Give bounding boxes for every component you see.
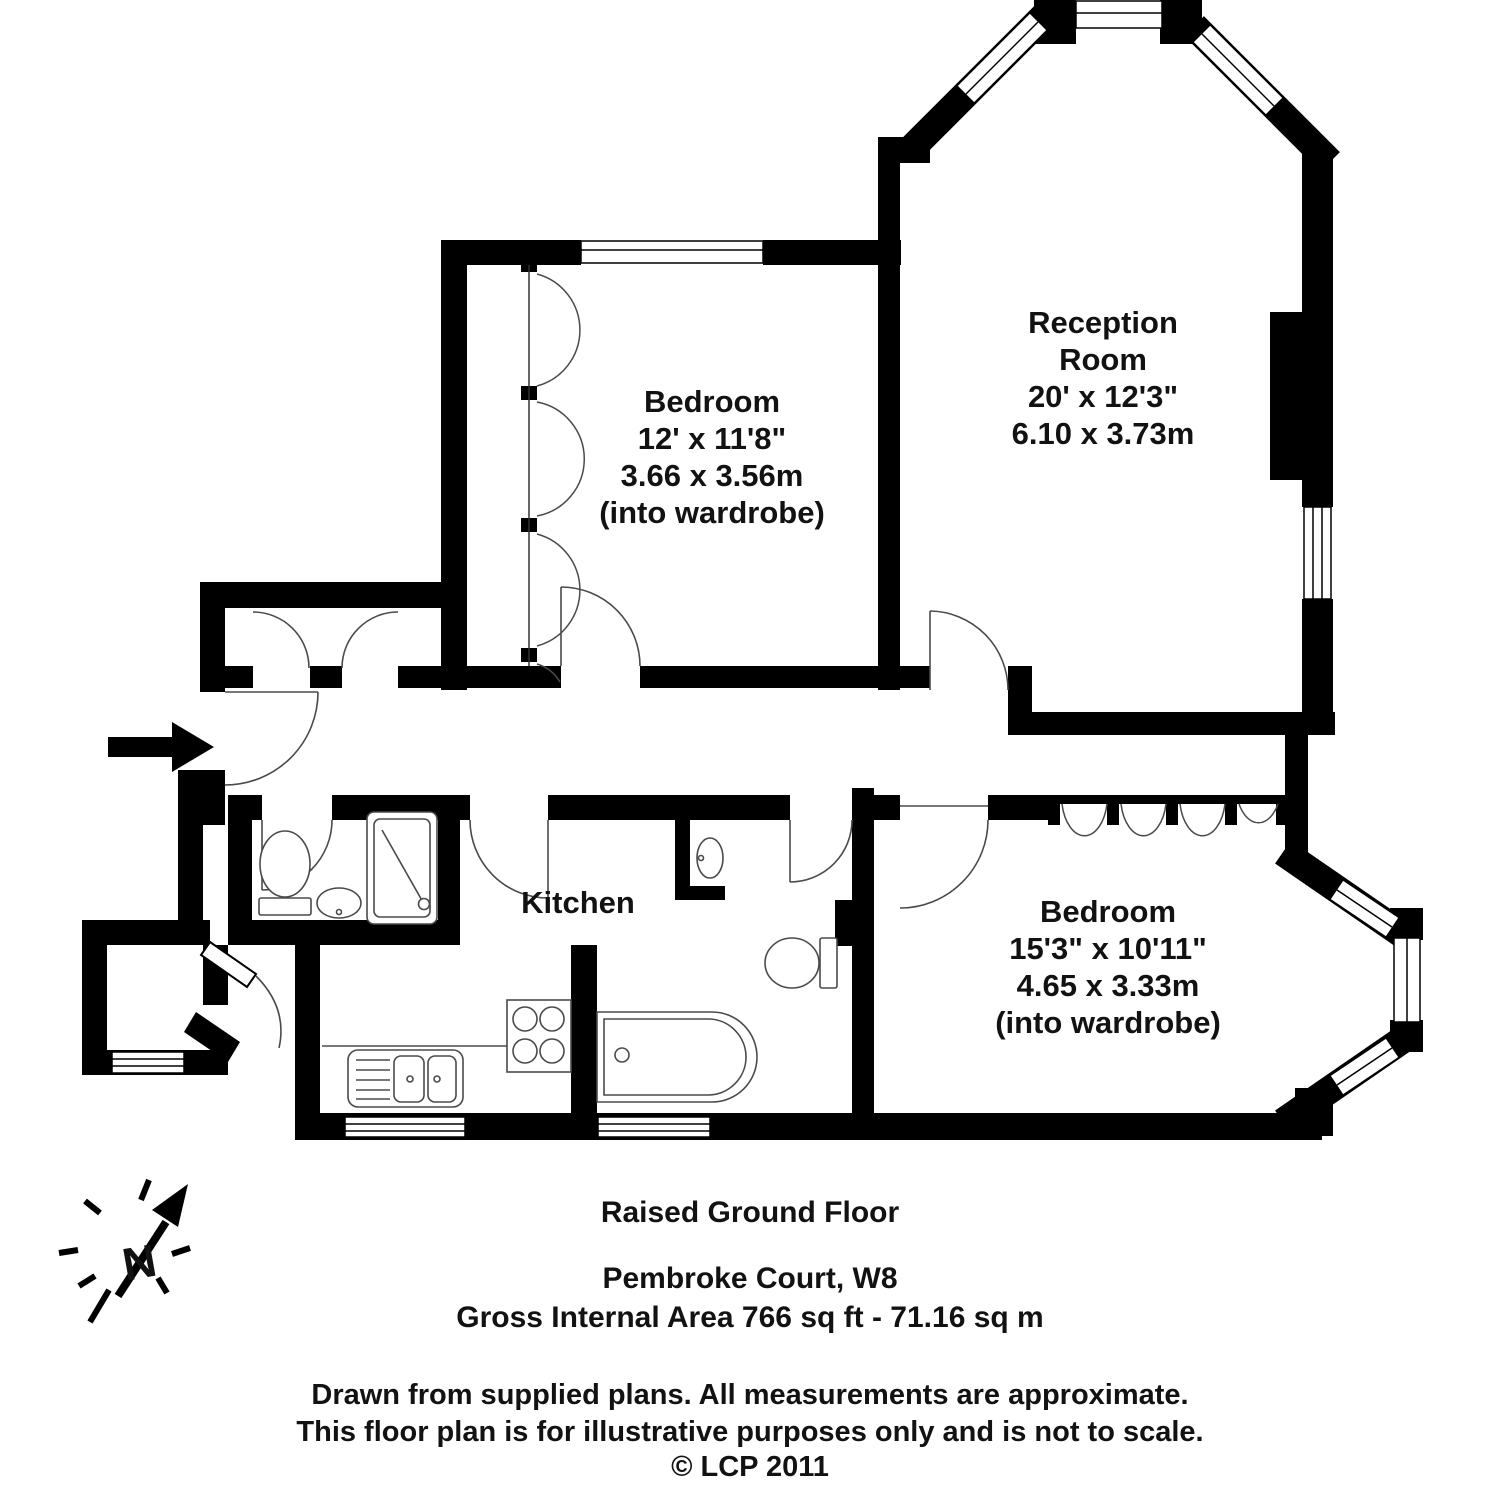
room-dims-metric: 3.66 x 3.56m xyxy=(621,458,804,493)
floor-name: Raised Ground Floor xyxy=(601,1196,900,1229)
windows xyxy=(111,0,1421,1138)
labels: Reception Room 20' x 12'3" 6.10 x 3.73m … xyxy=(521,305,1221,1040)
window-bedroom2-bay xyxy=(1393,937,1421,1023)
entrance-door xyxy=(224,691,319,786)
doors xyxy=(199,586,1009,1049)
bedroom2-label: Bedroom 15'3" x 10'11" 4.65 x 3.33m (int… xyxy=(995,894,1221,1040)
gross-internal-area: Gross Internal Area 766 sq ft - 71.16 sq… xyxy=(456,1301,1043,1334)
bay-window-pane xyxy=(1336,889,1393,928)
bay-walls xyxy=(898,4,1410,1134)
compass-ticks xyxy=(58,1178,191,1324)
closet-door-right xyxy=(341,611,399,669)
closet-door-left xyxy=(252,611,310,669)
hob xyxy=(506,999,572,1073)
room-dims-imperial: 20' x 12'3" xyxy=(1028,379,1178,414)
window-bedroom1 xyxy=(580,240,764,264)
room-dims-metric: 4.65 x 3.33m xyxy=(1017,968,1200,1003)
room-name: Reception xyxy=(1028,305,1178,340)
entrance-arrow xyxy=(108,722,214,772)
bedroom2-door xyxy=(899,805,989,909)
room-name: Bedroom xyxy=(1040,894,1176,929)
bedroom1-door xyxy=(560,586,641,667)
kitchen-label: Kitchen xyxy=(521,885,635,920)
room-name: Kitchen xyxy=(521,885,635,920)
bay-window-pane xyxy=(1201,33,1275,107)
window-bathroom xyxy=(597,1116,711,1138)
window-storage xyxy=(111,1051,185,1074)
window-reception-right xyxy=(1303,506,1332,600)
north-arrow-shaft xyxy=(114,1219,170,1299)
toilet-wc xyxy=(258,830,312,916)
kitchen-sink xyxy=(347,1049,464,1108)
room-name: Room xyxy=(1059,342,1147,377)
wardrobe-bedroom1 xyxy=(528,265,586,683)
disclaimer-line-2: This floor plan is for illustrative purp… xyxy=(296,1416,1203,1448)
storage-door xyxy=(199,940,282,1049)
bay-window-pane xyxy=(965,21,1039,95)
room-note: (into wardrobe) xyxy=(599,495,825,530)
disclaimer-line-1: Drawn from supplied plans. All measureme… xyxy=(311,1379,1188,1411)
bedroom1-label: Bedroom 12' x 11'8" 3.66 x 3.56m (into w… xyxy=(599,384,825,530)
bay-window-pane xyxy=(1336,1047,1393,1086)
bathtub xyxy=(596,1011,758,1103)
reception-room-label: Reception Room 20' x 12'3" 6.10 x 3.73m xyxy=(1012,305,1195,451)
window-kitchen xyxy=(344,1116,466,1138)
footer: Raised Ground Floor Pembroke Court, W8 G… xyxy=(296,1196,1203,1483)
copyright: © LCP 2011 xyxy=(671,1451,829,1483)
walls xyxy=(82,0,1423,1140)
wardrobe-bedroom2 xyxy=(1061,803,1279,837)
room-dims-imperial: 15'3" x 10'11" xyxy=(1009,931,1207,966)
room-name: Bedroom xyxy=(644,384,780,419)
toilet-bathroom xyxy=(764,937,838,989)
room-note: (into wardrobe) xyxy=(995,1005,1221,1040)
kitchen-door xyxy=(469,819,549,899)
reception-door xyxy=(929,610,1009,691)
bathroom-door xyxy=(789,819,853,883)
room-dims-imperial: 12' x 11'8" xyxy=(638,421,786,456)
north-arrow-head xyxy=(152,1184,188,1227)
shower xyxy=(366,811,438,925)
room-dims-metric: 6.10 x 3.73m xyxy=(1012,416,1195,451)
address: Pembroke Court, W8 xyxy=(602,1262,897,1295)
basin-bathroom xyxy=(696,837,724,879)
fixtures xyxy=(258,811,838,1108)
basin-wc xyxy=(316,887,362,919)
north-compass: N xyxy=(58,1178,191,1324)
window-reception-bay-top xyxy=(1075,0,1163,29)
